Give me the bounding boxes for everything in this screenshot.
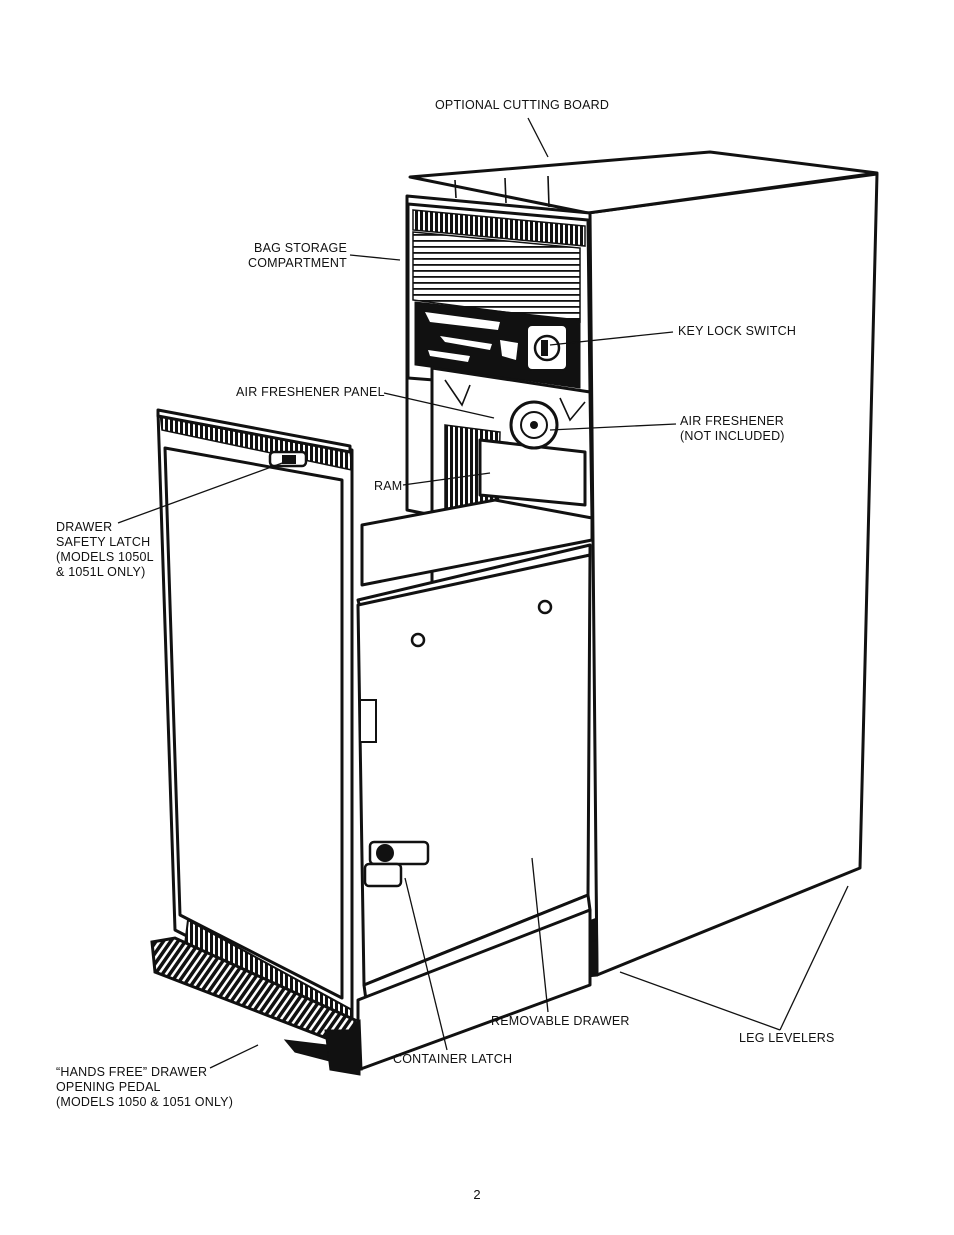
label-line: AIR FRESHENER — [680, 414, 785, 428]
drawer-safety-latch[interactable] — [268, 450, 308, 468]
label-ram: RAM — [374, 479, 403, 493]
label-line: BAG STORAGE — [254, 241, 347, 255]
ram — [478, 438, 587, 507]
label-line: (NOT INCLUDED) — [680, 429, 785, 443]
label-key-lock: KEY LOCK SWITCH — [678, 324, 797, 338]
label-line: DRAWER — [56, 520, 113, 534]
air-freshener-panel — [430, 366, 594, 520]
drawer-door — [156, 408, 354, 1022]
label-cutting-board: OPTIONAL CUTTING BOARD — [435, 98, 610, 112]
leader-lines — [117, 117, 849, 1069]
label-removable-drawer: REMOVABLE DRAWER — [491, 1014, 630, 1028]
cutting-board — [408, 150, 879, 215]
label-bag-storage: BAG STORAGE COMPARTMENT — [230, 241, 347, 271]
label-line: & 1051L ONLY) — [56, 565, 146, 579]
label-safety-latch: DRAWER SAFETY LATCH (MODELS 1050L & 1051… — [56, 520, 154, 580]
label-line: COMPARTMENT — [248, 256, 347, 270]
container-latch[interactable] — [363, 840, 430, 888]
label-air-freshener: AIR FRESHENER (NOT INCLUDED) — [680, 414, 785, 444]
control-panel — [414, 301, 581, 389]
cabinet-side-panel — [586, 172, 879, 977]
label-container-latch: CONTAINER LATCH — [393, 1052, 513, 1066]
page-number: 2 — [473, 1187, 481, 1202]
label-pedal: “HANDS FREE” DRAWER OPENING PEDAL (MODEL… — [56, 1065, 233, 1110]
label-line: (MODELS 1050L — [56, 550, 154, 564]
label-leg-levelers: LEG LEVELERS — [739, 1031, 835, 1045]
removable-drawer — [339, 498, 594, 1072]
label-line: SAFETY LATCH — [56, 535, 151, 549]
label-line: OPENING PEDAL — [56, 1080, 161, 1094]
hands-free-pedal[interactable] — [150, 918, 361, 1076]
label-line: (MODELS 1050 & 1051 ONLY) — [56, 1095, 234, 1109]
label-air-freshener-panel: AIR FRESHENER PANEL — [236, 385, 385, 399]
label-line: “HANDS FREE” DRAWER — [56, 1065, 208, 1079]
